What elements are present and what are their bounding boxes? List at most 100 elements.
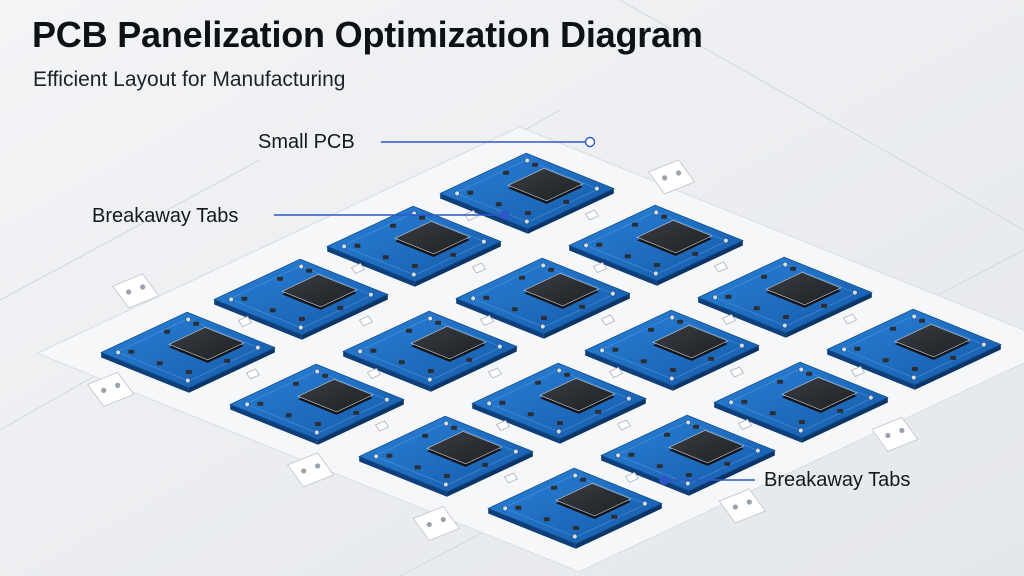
chip: [539, 377, 616, 412]
callout-small-pcb: [381, 136, 596, 148]
pcb-edge: [317, 399, 404, 445]
component: [482, 462, 489, 467]
component: [685, 473, 692, 478]
mount-hole: [540, 262, 546, 269]
component: [837, 408, 844, 413]
mount-hole: [115, 349, 121, 356]
breakaway-tab: [713, 261, 729, 273]
pcb-board: [455, 257, 631, 339]
mount-hole: [685, 419, 691, 426]
pcb-edge: [559, 398, 646, 444]
component: [390, 223, 397, 228]
component: [669, 368, 676, 373]
component: [741, 399, 748, 404]
breakaway-tab: [624, 471, 640, 484]
mount-hole: [481, 238, 487, 245]
pcb-edge: [785, 292, 872, 338]
pcb-board: [439, 152, 615, 234]
callout-marker: [584, 136, 596, 148]
mount-hole: [244, 401, 250, 408]
mount-hole: [685, 480, 691, 487]
chip: [426, 430, 503, 465]
edge-tab-hole: [662, 175, 668, 181]
component: [293, 381, 300, 386]
pcb-edge: [472, 403, 560, 444]
component: [427, 369, 434, 374]
breakaway-tab: [850, 365, 866, 378]
chip: [410, 325, 487, 360]
component: [911, 367, 918, 372]
breakaway-tab: [616, 419, 632, 431]
mount-hole: [798, 366, 804, 373]
edge-tab: [412, 505, 461, 542]
component: [466, 357, 473, 362]
grid-line: [0, 159, 261, 301]
mount-hole: [642, 500, 648, 507]
breakaway-tab: [729, 366, 745, 378]
breakaway-tab: [471, 262, 487, 274]
page-title: PCB Panelization Optimization Diagram: [32, 14, 703, 55]
component: [524, 211, 531, 216]
breakaway-tab: [237, 315, 253, 328]
edge-tab-hole: [899, 427, 905, 434]
component: [411, 264, 418, 269]
mount-hole: [669, 314, 675, 321]
edge-tab-hole: [746, 499, 752, 505]
component: [285, 413, 292, 418]
pcb-board: [326, 205, 502, 287]
pcb-edge: [527, 188, 614, 234]
pcb-array: [100, 152, 1002, 549]
component: [564, 372, 571, 377]
component: [556, 421, 563, 426]
component: [628, 452, 635, 457]
edge-tab: [86, 371, 135, 408]
mount-hole: [755, 447, 761, 454]
pcb-board: [229, 363, 405, 445]
pcb-edge: [801, 397, 888, 443]
component: [572, 526, 579, 531]
component: [777, 379, 784, 384]
mount-hole: [540, 323, 546, 330]
mount-hole: [454, 190, 460, 197]
pcb-edge: [414, 241, 501, 287]
mount-hole: [384, 396, 390, 403]
pcb-board: [213, 258, 389, 340]
mount-hole: [594, 185, 600, 192]
component: [398, 360, 405, 365]
chip: [523, 272, 600, 307]
mount-hole: [669, 375, 675, 382]
component: [406, 328, 413, 333]
chip: [507, 167, 584, 202]
grid-line: [619, 0, 1024, 231]
edge-tab: [871, 416, 919, 453]
pcb-edge: [827, 349, 915, 390]
mount-hole: [298, 324, 304, 331]
mount-hole: [497, 343, 503, 350]
breakaway-tab: [495, 419, 511, 432]
pcb-board: [713, 361, 889, 443]
mount-hole: [486, 400, 492, 407]
mount-hole: [443, 420, 449, 427]
pcb-edge: [688, 450, 775, 496]
component: [511, 307, 518, 312]
mount-hole: [782, 261, 788, 268]
component: [551, 485, 558, 490]
mount-hole: [712, 294, 718, 301]
edge-tab-plate: [86, 371, 135, 408]
breakaway-tab: [592, 261, 608, 274]
mount-hole: [411, 271, 417, 278]
pcb-board: [697, 256, 873, 338]
component: [563, 199, 570, 204]
component: [298, 317, 305, 322]
mount-hole: [653, 209, 659, 216]
component: [596, 242, 603, 247]
chip: [781, 376, 858, 411]
mount-hole: [615, 452, 621, 459]
mount-hole: [298, 263, 304, 270]
chip: [636, 219, 713, 254]
component: [527, 412, 534, 417]
component: [314, 422, 321, 427]
edge-tab: [718, 488, 767, 524]
callout-lines: [274, 136, 755, 485]
